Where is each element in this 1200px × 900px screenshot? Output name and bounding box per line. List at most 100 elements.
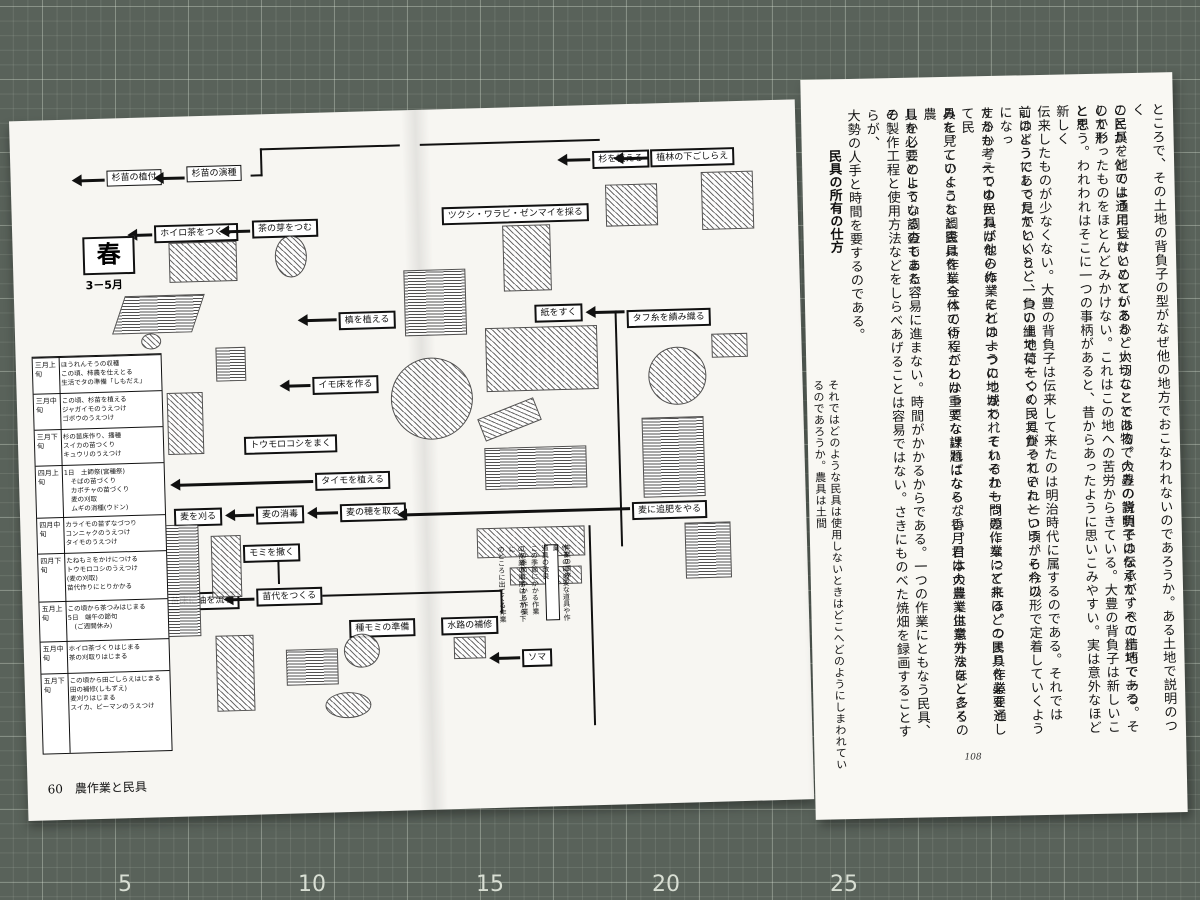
table-row: 五月上旬 この頃から茶つみはじまる 5日 端午の節句 (ご週間休み) xyxy=(39,598,167,603)
text-column: それではどのような民具は使用しないときはどこへどのようにしまわれているのであろう… xyxy=(811,379,849,780)
season-range: 3－5月 xyxy=(85,276,123,293)
task-nae-ueru: 槙を植える xyxy=(338,311,395,331)
flow-arrow xyxy=(232,598,254,602)
page-folio: 60 農作業と民具 xyxy=(47,778,147,798)
row-label: 四月中旬 xyxy=(39,521,63,540)
task-imodoko: イモ床を作る xyxy=(312,375,378,395)
basket-illustration xyxy=(215,347,246,382)
task-momi: モミを撒く xyxy=(243,543,300,563)
row-note: 1日 土師祭(宮種祭) そばの苗づくり カボチャの苗づくり 麦の刈取 ムギの消種… xyxy=(64,466,161,514)
threshing-tool-illustration xyxy=(211,535,243,598)
farm-calendar-table: 三月上旬 ほうれんそうの収穫 この頃、柿農を仕えとる 生活でタの準備「しもだえ」… xyxy=(32,353,173,754)
legend-entry: 作るのに必要な道具や作業 xyxy=(551,544,571,624)
connector xyxy=(277,560,280,584)
flow-arrow xyxy=(228,230,250,234)
left-page: 杉苗の植付 杉苗の演種 植林の下ごしらえ 杉を植える ホイロ茶をつくる 茶の芽を… xyxy=(9,99,814,821)
flow-arrow xyxy=(163,176,185,180)
row-label: 三月中旬 xyxy=(36,397,60,416)
flow-arrow xyxy=(566,158,590,162)
row-note: ホイロ茶づくりはじまる 茶の刈取りはじまる xyxy=(69,642,165,663)
ruler-number: 20 xyxy=(652,872,680,897)
table-row: 四月下旬 たねもミをかけにつける トウモロコシのうえつけ (麦の刈取) 苗代作り… xyxy=(38,550,166,555)
flow-arrow xyxy=(234,514,254,518)
basket-illustration xyxy=(502,224,552,291)
rice-seed-tool-illustration xyxy=(286,648,339,685)
row-note: カライモの苗ずなづつり コンニャクのうえつけ タイモのうえつけ xyxy=(65,518,162,548)
basket-illustration xyxy=(325,691,372,718)
task-mugi-tsuihi: 麦に追肥をやる xyxy=(632,500,707,520)
ruler-number: 25 xyxy=(830,872,858,897)
basket-illustration xyxy=(711,333,748,358)
water-wheel-illustration xyxy=(390,356,474,440)
board-illustration xyxy=(477,397,542,441)
hand-tools-illustration xyxy=(701,171,755,230)
tea-drying-tray-illustration xyxy=(112,294,205,335)
table-row: 三月上旬 ほうれんそうの収穫 この頃、柿農を仕えとる 生活でタの準備「しもだえ」 xyxy=(33,354,161,359)
page-number: 108 xyxy=(964,752,981,762)
task-naeshiro: 苗代をつくる xyxy=(256,587,322,607)
legend-entry: の作業の順序は上から下に xyxy=(507,545,527,625)
sieve-illustration xyxy=(141,333,161,350)
bucket-illustration xyxy=(343,633,380,668)
row-label: 三月上旬 xyxy=(35,361,59,380)
row-note: たねもミをかけにつける トウモロコシのうえつけ (麦の刈取) 苗代作りにとりかか… xyxy=(66,554,163,593)
season-label: 春 xyxy=(82,236,135,275)
flow-arrow xyxy=(498,656,520,660)
loom-illustration xyxy=(403,269,467,337)
task-mugi-dakkoku: 麦の消毒 xyxy=(256,505,304,524)
row-note: 杉の苗床作り、播種 スイカの苗つくり キュウリのうえつけ xyxy=(63,430,160,460)
task-tomorokoshi: トウモロコシをまく xyxy=(244,434,337,455)
paper-vat-illustration xyxy=(485,325,599,392)
connector xyxy=(251,174,263,176)
task-soma: ソマ xyxy=(522,648,553,667)
seedling-frame-illustration xyxy=(215,635,255,712)
legend-entry: この季節にかかる作業 xyxy=(529,545,540,625)
task-tsukushi: ツクシ・ワラビ・ゼンマイを採る xyxy=(442,203,589,225)
connector xyxy=(615,310,624,546)
row-label: 五月下旬 xyxy=(44,677,68,696)
ruler-number: 5 xyxy=(118,872,132,897)
connector xyxy=(588,525,596,725)
right-page: ところで、その土地の背負子の型がなぜ他の地方でおこなわれないのであろうか。ある土… xyxy=(800,72,1187,820)
flow-arrow xyxy=(307,318,337,322)
table-row: 四月上旬 1日 土師祭(宮種祭) そばの苗づくり カボチャの苗づくり 麦の刈取 … xyxy=(36,462,164,467)
ruler-number: 15 xyxy=(476,872,504,897)
storage-illustration xyxy=(167,392,205,455)
table-row: 四月中旬 カライモの苗ずなづつり コンニャクのうえつけ タイモのうえつけ xyxy=(37,514,165,519)
tea-roasting-tray-illustration xyxy=(168,241,237,283)
task-shokurin: 植林の下ごしらえ xyxy=(650,147,734,167)
tea-basket-illustration xyxy=(274,235,307,278)
saw-illustration xyxy=(605,183,658,226)
table-row: 三月中旬 この頃、杉苗を植える ジャガイモのうえつけ ゴボウのうえつけ xyxy=(34,390,162,395)
table-row: 五月下旬 この頃から田ごしらえはじまる 田の補修(しもずえ) 麦刈りはじまる ス… xyxy=(41,670,169,675)
row-label: 四月上旬 xyxy=(38,469,62,488)
task-suiro: 水路の補修 xyxy=(441,616,498,636)
flow-arrow xyxy=(81,179,105,183)
row-note: ほうれんそうの収穫 この頃、柿農を仕えとる 生活でタの準備「しもだえ」 xyxy=(61,358,158,388)
row-label: 五月中旬 xyxy=(43,645,67,664)
hoe-illustration xyxy=(454,636,487,659)
top-rule xyxy=(420,139,600,146)
legend-entry: のところに出てくる作業 xyxy=(496,546,507,626)
row-label: 三月下旬 xyxy=(37,433,61,452)
flow-arrow xyxy=(595,310,625,314)
flow-arrow xyxy=(316,511,338,515)
flow-arrow xyxy=(179,480,313,487)
paper-drying-rack-illustration xyxy=(484,445,587,490)
table-row: 三月下旬 杉の苗床作り、播種 スイカの苗つくり キュウリのうえつけ xyxy=(35,426,163,431)
table-row: 五月中旬 ホイロ茶づくりはじまる 茶の刈取りはじまる xyxy=(41,638,169,643)
row-note: この頃から田ごしらえはじまる 田の補修(しもずえ) 麦刈りはじまる スイカ、ピー… xyxy=(70,674,167,713)
row-note: この頃、杉苗を植える ジャガイモのうえつけ ゴボウのうえつけ xyxy=(62,394,159,424)
row-label: 五月上旬 xyxy=(42,605,66,624)
ruler-number: 10 xyxy=(298,872,326,897)
task-kami-suku: 紙をすく xyxy=(534,303,582,322)
flow-arrow xyxy=(136,233,152,236)
task-suginae: 杉苗の演種 xyxy=(186,165,241,183)
task-taimo: タイモを植える xyxy=(315,471,390,491)
task-tafu: タフ糸を績み織る xyxy=(627,308,711,328)
fertilizer-barrel-illustration xyxy=(684,521,732,578)
connector xyxy=(260,148,263,176)
row-note: この頃から茶つみはじまる 5日 端午の節句 (ご週間休み) xyxy=(68,602,165,632)
connector xyxy=(322,590,502,597)
top-rule xyxy=(260,144,400,150)
